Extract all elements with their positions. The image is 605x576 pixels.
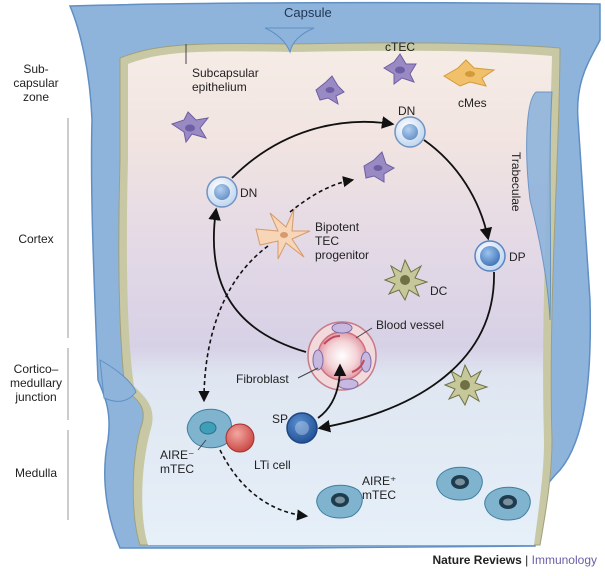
ctec-cell [315, 75, 345, 106]
arrow-dn-to-dn [231, 116, 395, 179]
bipotent-label: Bipotent TEC progenitor [315, 220, 370, 262]
blood-vessel [307, 321, 377, 391]
leader-blood-vessel [355, 327, 373, 339]
trabecula-top [264, 27, 315, 54]
dn-thymocyte-top [394, 116, 426, 148]
ctec-cell [170, 111, 210, 144]
ctec-label: cTEC [385, 40, 415, 54]
aire-neg-label: AIRE⁻ mTEC [160, 448, 195, 476]
sp-thymocyte [286, 412, 318, 444]
zone-label-junction: Cortico– medullary junction [9, 362, 63, 404]
dp-label: DP [509, 250, 526, 264]
dn-top-label: DN [398, 104, 416, 118]
fibroblast-label: Fibroblast [236, 372, 289, 386]
arrow-dp-to-sp [317, 271, 495, 433]
publisher-name: Nature Reviews [432, 553, 522, 567]
arrow-dn-to-dp [423, 139, 493, 241]
cmes-label: cMes [458, 96, 487, 110]
credit-separator: | [525, 553, 529, 567]
dc-cell [383, 258, 429, 302]
cmes-cell [443, 59, 496, 87]
leader-aire-neg [197, 439, 207, 451]
aire-pos-mtec [316, 484, 363, 519]
capsule-label: Capsule [284, 5, 332, 20]
lti-cell [225, 423, 255, 453]
trabecula-right [526, 91, 553, 321]
dn-left-label: DN [240, 186, 258, 200]
journal-name: Immunology [531, 553, 597, 567]
dp-thymocyte [474, 240, 506, 272]
blood-vessel-label: Blood vessel [376, 318, 445, 332]
ctec-cell [383, 53, 417, 85]
dashed-arrow-to-aire-pos [219, 449, 309, 521]
dc-label: DC [430, 284, 448, 298]
dashed-arrow-to-ctec [289, 176, 355, 213]
dc-cell [443, 363, 489, 407]
zone-label-subcapsular: Sub- capsular zone [13, 62, 59, 104]
leader-fibroblast [297, 367, 319, 379]
sp-label: SP [272, 412, 289, 426]
trabeculae-label: Trabeculae [509, 152, 523, 212]
zone-label-cortex: Cortex [18, 232, 54, 246]
arrow-vessel-to-dn [208, 207, 307, 353]
dashed-arrow-to-aire-neg [198, 245, 269, 403]
dn-thymocyte-left [206, 176, 238, 208]
bipotent-tec-progenitor [255, 208, 311, 260]
aire-pos-mtec [484, 486, 531, 521]
lobule-interior [126, 50, 552, 546]
aire-pos-mtec [436, 466, 483, 501]
aire-pos-label: AIRE⁺ mTEC [362, 474, 397, 502]
subcapsular-epithelium-label: Subcapsular epithelium [192, 66, 259, 94]
aire-neg-mtec [186, 408, 232, 449]
trabecula-left [99, 359, 137, 402]
zone-label-medulla: Medulla [14, 466, 58, 480]
arrow-sp-to-vessel [317, 363, 347, 419]
journal-credit: Nature Reviews | Immunology [432, 553, 597, 567]
ctec-cell [363, 151, 396, 183]
lti-label: LTi cell [254, 458, 291, 472]
